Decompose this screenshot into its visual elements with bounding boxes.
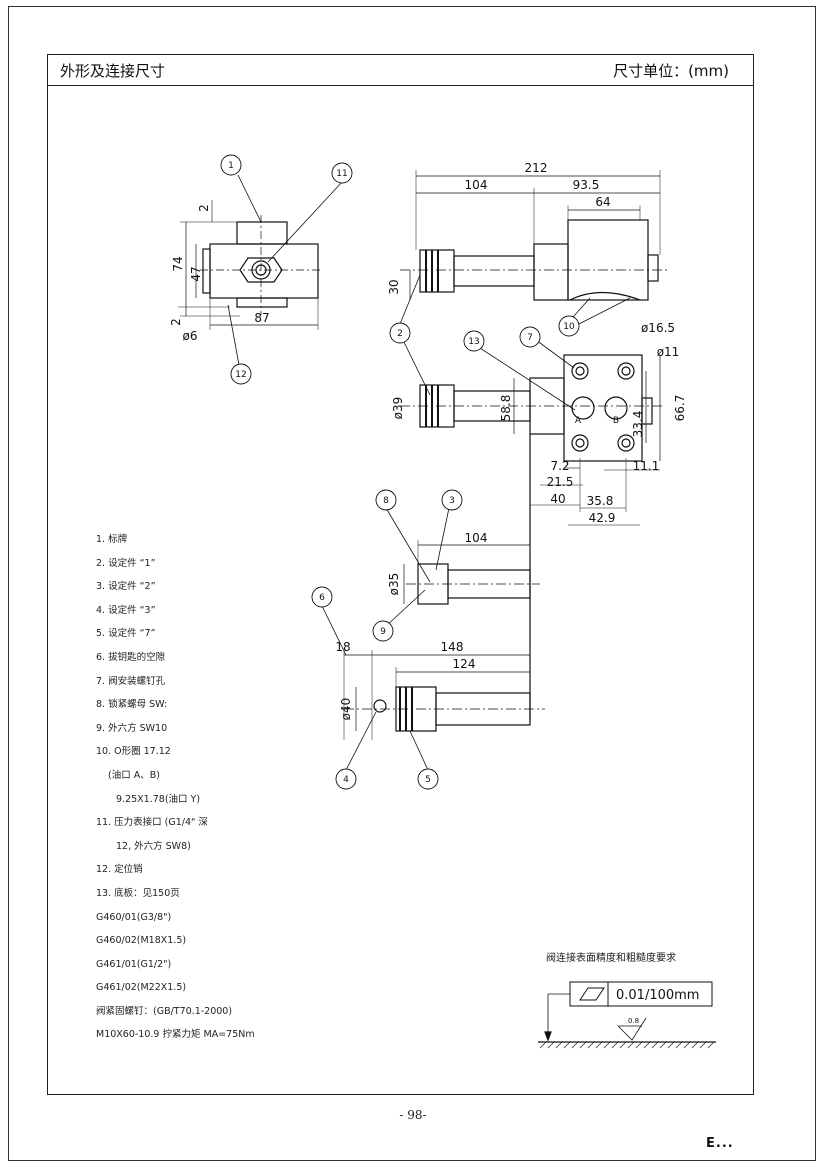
surface-requirement-title: 阀连接表面精度和粗糙度要求 [546,953,676,964]
callout-numbers: 1 11 2 10 13 7 12 8 3 9 6 4 5 [228,161,575,785]
dim-93-5: 93.5 [573,178,600,192]
legend-item: 13. 底板：见150页 [96,887,180,899]
middle-view [400,354,662,526]
dim-dia-11: ø11 [657,345,680,359]
legend-item: G461/01(G1/2") [96,958,172,970]
legend-item: 12, 外六方 SW8) [116,840,191,852]
dim-dia-39: ø39 [391,397,405,420]
legend-item: M10X60-10.9 拧紧力矩 MA=75Nm [96,1029,255,1041]
callout-13: 13 [468,337,479,347]
dim-30: 30 [387,279,401,294]
dim-104-lower: 104 [465,531,488,545]
legend-item: 9. 外六方 SW10 [96,722,168,734]
dim-dia-6: ø6 [183,329,198,343]
dim-212: 212 [525,161,548,175]
front-view [178,200,322,330]
callout-5: 5 [425,775,431,785]
dim-40: 40 [550,492,565,506]
legend-item: 3. 设定件 “2” [96,581,156,593]
drawing-frame: 外形及连接尺寸 尺寸单位：(mm) [47,54,754,1095]
dim-2-bottom: 2 [169,318,183,326]
parts-legend: 1. 标牌 2. 设定件 “1” 3. 设定件 “2” 4. 设定件 “3” 5… [96,528,255,1047]
legend-item: 4. 设定件 “3” [96,604,156,616]
callout-circles [220,154,580,790]
legend-item: (油口 A、B) [108,769,160,781]
legend-item: 9.25X1.78(油口 Y) [116,793,201,805]
legend-item: 6. 拔钥匙的空隙 [96,651,166,663]
lower-view-1 [403,505,540,720]
dim-35-8: 35.8 [587,494,614,508]
legend-item: 12. 定位销 [96,864,143,876]
dim-11-1: 11.1 [633,459,660,473]
legend-item: 7. 阀安装螺钉孔 [96,675,166,687]
dim-74: 74 [171,256,185,271]
dim-124: 124 [453,657,476,671]
dim-18: 18 [335,640,350,654]
legend-item: 阀紧固螺钉：(GB/T70.1-2000) [96,1005,233,1017]
callout-12: 12 [235,370,246,380]
port-b-label: B [613,416,619,426]
dim-21-5: 21.5 [547,475,574,489]
callout-10: 10 [563,322,575,332]
callout-3: 3 [449,496,455,506]
callout-7: 7 [527,333,533,343]
legend-item: 1. 标牌 [96,534,128,545]
legend-item: G460/02(M18X1.5) [96,935,187,947]
callout-1: 1 [228,161,234,171]
legend-item: 2. 设定件 “1” [96,557,156,569]
dim-148: 148 [441,640,464,654]
page-title: 外形及连接尺寸 [60,62,166,80]
dim-dia-16-5: ø16.5 [641,321,675,335]
roughness-value: 0.8 [628,1017,639,1025]
dim-42-9: 42.9 [589,511,616,525]
dim-104-top: 104 [465,178,488,192]
callout-4: 4 [343,775,349,785]
legend-item: 11. 压力表接口 (G1/4" 深 [96,817,208,829]
unit-label: 尺寸单位：(mm) [613,62,729,80]
dim-7-2: 7.2 [550,459,569,473]
dim-dia-35: ø35 [387,573,401,596]
surface-requirement [538,981,716,1049]
dimension-labels: 212 104 93.5 64 30 74 47 2 2 87 ø6 ø16.5… [169,161,687,720]
legend-item: 8. 锁紧螺母 SW: [96,699,168,711]
callout-9: 9 [380,627,386,637]
callout-6: 6 [319,593,325,603]
dim-58-8: 58.8 [499,395,513,422]
legend-item: 5. 设定件 “7” [96,628,156,640]
dim-2-top: 2 [197,204,211,212]
dim-dia-40: ø40 [339,698,353,721]
callout-11: 11 [336,169,347,179]
legend-item: 10. O形圈 17.12 [96,746,171,758]
callout-8: 8 [383,496,389,506]
page-border [8,6,816,1161]
legend-item: G461/02(M22X1.5) [96,982,187,994]
callout-2: 2 [397,329,403,339]
dim-66-7: 66.7 [673,395,687,422]
legend-item: G460/01(G3/8") [96,911,172,923]
header-bar: 外形及连接尺寸 尺寸单位：(mm) [48,55,753,86]
dim-87: 87 [254,311,269,325]
dim-33-4: 33.4 [631,411,645,438]
page-number: - 98- [399,1108,427,1122]
port-a-label: A [575,416,582,426]
dim-64: 64 [595,195,610,209]
lower-view-2 [343,650,545,740]
callout-leaders [227,174,631,771]
flatness-value: 0.01/100mm [616,988,699,1003]
company-logo: E... [706,1136,734,1151]
dim-47: 47 [189,266,203,281]
side-view-top [400,170,668,301]
